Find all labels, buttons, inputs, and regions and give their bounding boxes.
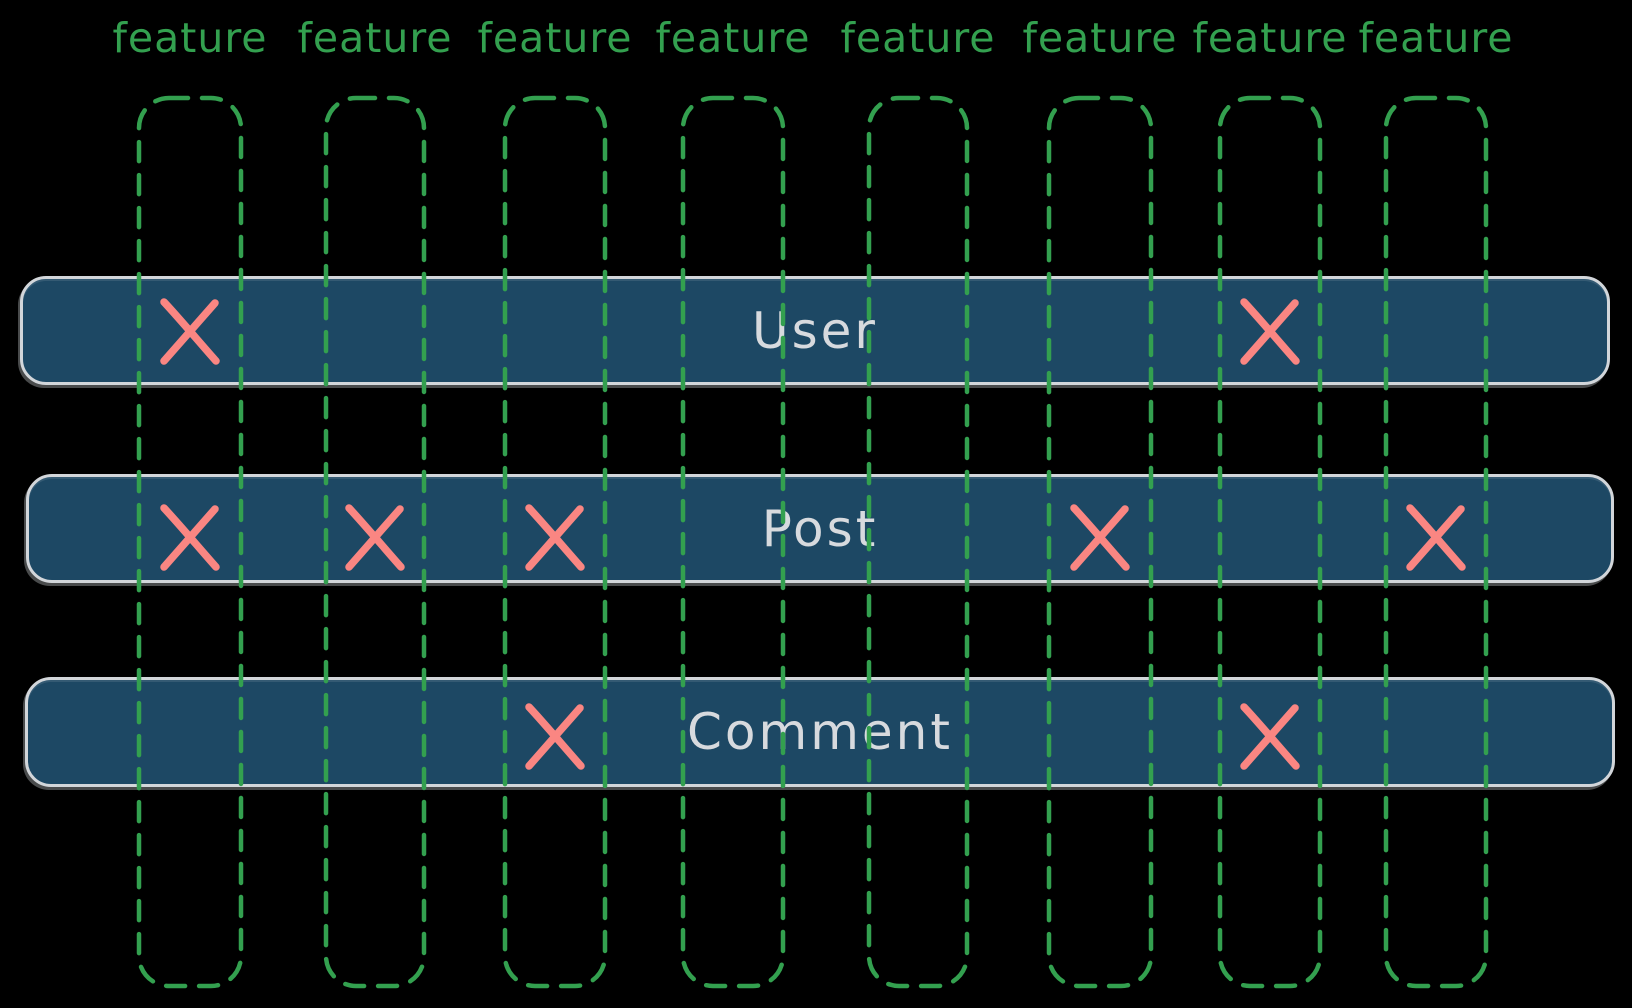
feature-column-outline xyxy=(1046,95,1154,989)
feature-label: feature xyxy=(1358,14,1514,62)
x-cross-mark xyxy=(1240,298,1300,365)
feature-label: feature xyxy=(297,14,453,62)
entity-row-label: Post xyxy=(761,499,879,558)
feature-label: feature xyxy=(840,14,996,62)
feature-column-outline xyxy=(866,95,970,989)
feature-column-outline xyxy=(136,95,244,989)
feature-label: feature xyxy=(477,14,633,62)
feature-label: feature xyxy=(1192,14,1348,62)
entity-row-comment: Comment xyxy=(25,677,1615,787)
x-cross-mark xyxy=(345,504,405,571)
x-cross-mark xyxy=(1406,504,1466,571)
feature-column-outline xyxy=(502,95,608,989)
x-cross-mark xyxy=(1070,504,1130,571)
x-cross-mark xyxy=(160,504,220,571)
x-cross-mark xyxy=(525,504,585,571)
entity-row-label: User xyxy=(752,301,878,360)
feature-label: feature xyxy=(655,14,811,62)
entity-row-post: Post xyxy=(26,474,1614,583)
x-cross-mark xyxy=(525,703,585,770)
feature-label: feature xyxy=(112,14,268,62)
x-cross-mark xyxy=(1240,703,1300,770)
x-cross-mark xyxy=(160,298,220,365)
feature-label: feature xyxy=(1022,14,1178,62)
entity-row-user: User xyxy=(20,276,1610,385)
feature-column-outline xyxy=(680,95,786,989)
feature-column-outline xyxy=(1217,95,1323,989)
feature-column-outline xyxy=(323,95,427,989)
feature-column-outline xyxy=(1383,95,1489,989)
entity-row-label: Comment xyxy=(687,703,953,761)
